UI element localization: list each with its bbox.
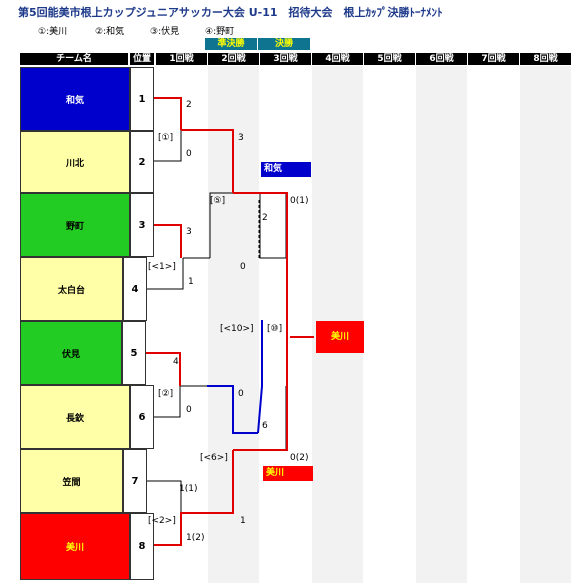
team-name: 美川: [65, 543, 84, 553]
m5-top-score: 3: [238, 133, 244, 143]
m6-top-score: 0: [238, 389, 244, 399]
header-round-4: 4回戦: [312, 53, 363, 65]
seed-cell-6: 6: [130, 385, 154, 449]
round-6-column: [416, 66, 467, 583]
team-name: 伏見: [61, 349, 80, 360]
m7-id: [<10>]: [220, 324, 254, 334]
team-name: 野町: [65, 221, 84, 232]
legend-item-4: ④:野町: [205, 27, 235, 37]
legend-item-1: ①:美川: [38, 27, 68, 37]
m1-top-score: 2: [186, 100, 192, 110]
m3-id: [②]: [158, 389, 174, 399]
m2-bottom-score: 1: [188, 277, 194, 287]
m2-id: [<1>]: [148, 262, 176, 272]
m6-id: [<6>]: [200, 453, 228, 463]
sf1-top-score: 0(1): [290, 196, 309, 206]
team-cell-5: 伏見: [20, 321, 122, 385]
m3-bottom-score: 0: [186, 405, 192, 415]
champion-box: 美川: [316, 321, 364, 353]
team-cell-8: 美川: [20, 513, 130, 580]
team-name: 川北: [65, 158, 84, 169]
team-cell-2: 川北: [20, 131, 130, 193]
semi-winner-bottom: 美川: [263, 466, 313, 481]
seed-cell-1: 1: [130, 67, 154, 131]
page-title: 第5回能美市根上カップジュニアサッカー大会 U-11 招待大会 根上ｶｯﾌﾟ決勝…: [18, 6, 443, 19]
team-cell-1: 和気: [20, 67, 130, 131]
seed-cell-8: 8: [130, 513, 154, 580]
header-round-8: 8回戦: [520, 53, 571, 65]
legend-item-2: ②:和気: [95, 27, 125, 37]
sf2-bottom-score: 0(2): [290, 453, 309, 463]
m6-bottom-score: 6: [262, 421, 268, 431]
semi-winner-top: 和気: [261, 162, 311, 177]
m4-id: [<2>]: [148, 516, 176, 526]
header-team: チーム名: [20, 53, 128, 65]
m4-bottom-score: 1(2): [186, 533, 205, 543]
team-cell-3: 野町: [20, 193, 130, 257]
seed-cell-2: 2: [130, 131, 154, 193]
legend-item-3: ③:伏見: [150, 27, 180, 37]
m1-bottom-score: 0: [186, 149, 192, 159]
team-name: 太白台: [57, 285, 85, 296]
m1-id: [①]: [158, 133, 174, 143]
final-id: [⑩]: [267, 324, 283, 334]
m7-top-score: 0: [240, 262, 246, 272]
header-round-5: 5回戦: [364, 53, 415, 65]
header-round-6: 6回戦: [416, 53, 467, 65]
m2-top-score: 3: [186, 227, 192, 237]
m5-id: [⑤]: [210, 196, 226, 206]
m5-bottom-score: 2: [262, 213, 268, 223]
team-cell-6: 長欽: [20, 385, 130, 449]
team-name: 笠間: [62, 477, 81, 488]
header-round-2: 2回戦: [208, 53, 259, 65]
header-seed: 位置: [130, 53, 154, 65]
seed-cell-3: 3: [130, 193, 154, 257]
m3-top-score: 4: [173, 357, 179, 367]
lines-red: [146, 97, 314, 546]
seed-cell-7: 7: [123, 449, 147, 513]
header-round-7: 7回戦: [468, 53, 519, 65]
m4-top-score: 1(1): [179, 484, 198, 494]
semifinal-label: 準決勝: [205, 38, 257, 50]
team-cell-7: 笠間: [20, 449, 123, 513]
team-name: 長欽: [65, 413, 84, 424]
bottom-r2-score: 1: [240, 516, 246, 526]
final-label: 決勝: [258, 38, 310, 50]
round-8-column: [520, 66, 571, 583]
team-cell-4: 太白台: [20, 257, 123, 321]
team-name: 和気: [65, 95, 84, 106]
header-round-1: 1回戦: [156, 53, 207, 65]
seed-cell-5: 5: [122, 321, 146, 385]
lines-blue: [207, 320, 263, 434]
seed-cell-4: 4: [123, 257, 147, 321]
header-round-3: 3回戦: [260, 53, 311, 65]
